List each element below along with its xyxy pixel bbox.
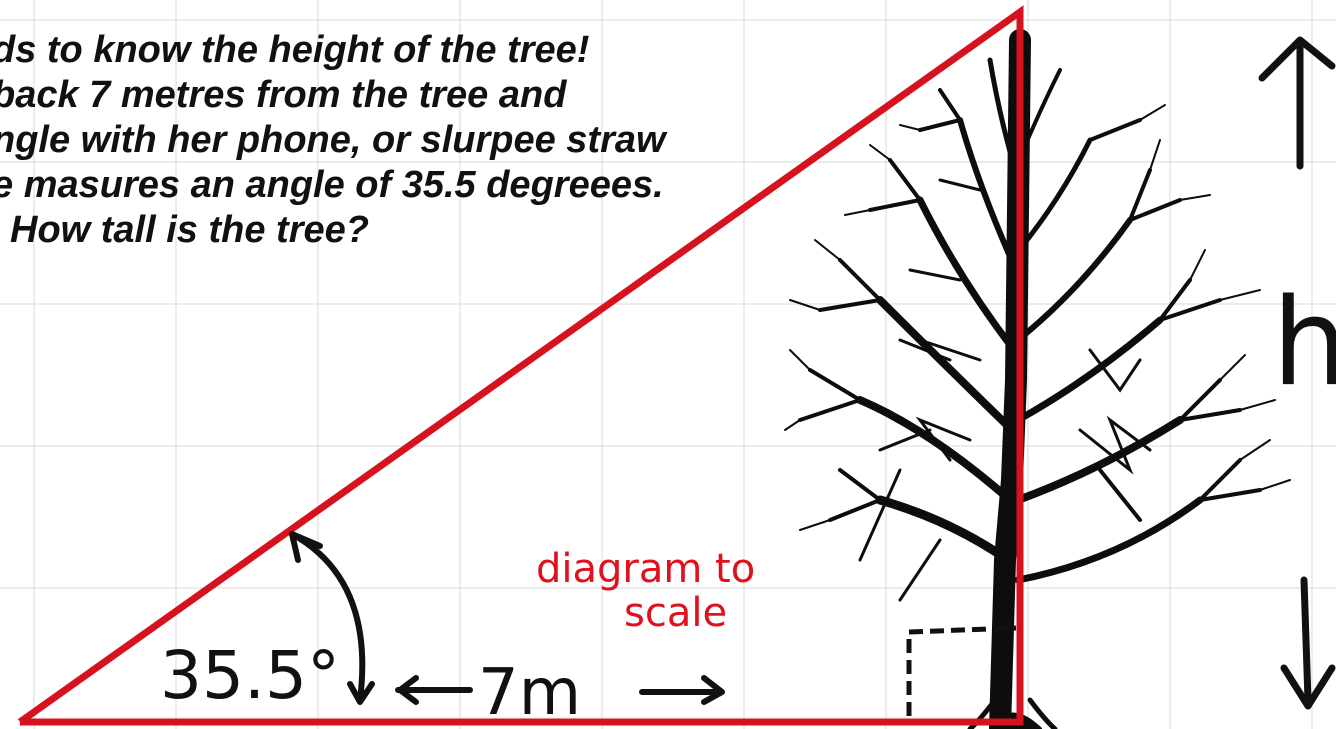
angle-arc-icon <box>289 531 375 705</box>
diagram-note-line1: diagram to <box>536 546 755 592</box>
problem-line-2: back 7 metres from the tree and <box>0 74 567 116</box>
problem-line-1: ds to know the height of the tree! <box>0 29 590 71</box>
problem-line-3: ngle with her phone, or slurpee straw <box>0 119 666 161</box>
up-arrow-icon <box>1258 36 1336 170</box>
height-label: h <box>1272 274 1336 413</box>
angle-label: 35.5° <box>160 637 340 714</box>
distance-label: 7m <box>478 656 581 729</box>
right-angle-marker <box>906 625 1017 716</box>
problem-line-5: How tall is the tree? <box>10 209 369 251</box>
right-triangle <box>17 5 1024 726</box>
distance-arrows <box>395 675 725 705</box>
tree-silhouette-icon <box>784 29 1291 729</box>
down-arrow-icon <box>1280 576 1336 710</box>
diagram-note-line2: scale <box>624 590 727 636</box>
problem-statement: ds to know the height of the tree! back … <box>0 28 666 253</box>
problem-line-4: e masures an angle of 35.5 degreees. <box>0 164 664 206</box>
